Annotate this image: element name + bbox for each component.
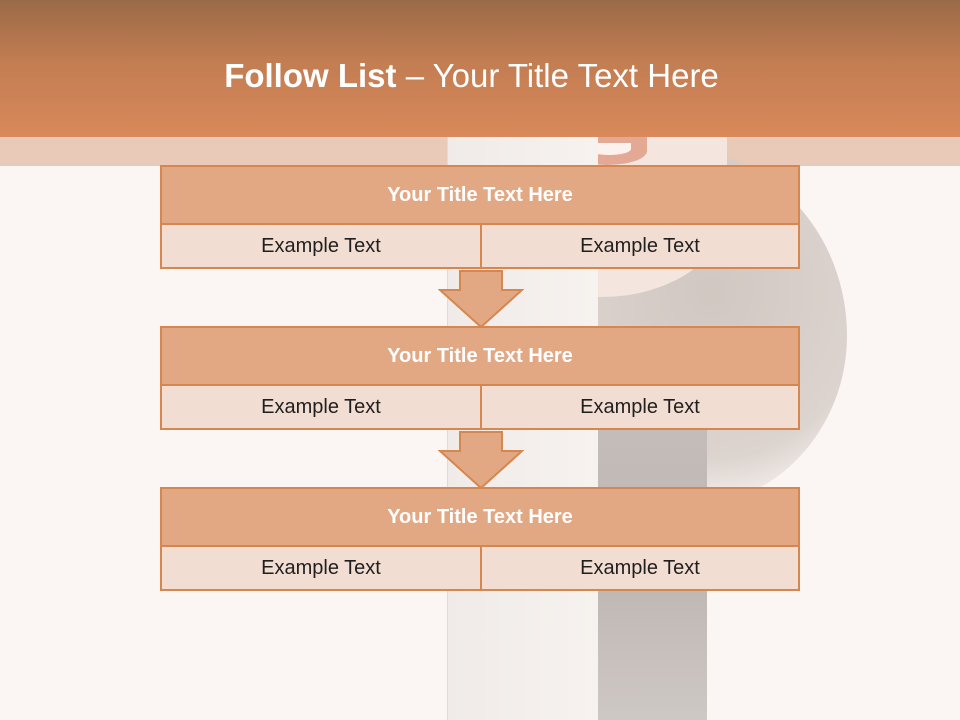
slide-title-bold: Follow List: [224, 57, 397, 94]
slide-title: Follow List – Your Title Text Here: [0, 54, 943, 98]
step-box-2: Your Title Text Here Example Text Exampl…: [160, 326, 800, 430]
step-box-1: Your Title Text Here Example Text Exampl…: [160, 165, 800, 269]
step-title-3: Your Title Text Here: [162, 489, 798, 547]
step-2-left-text: Example Text: [162, 386, 482, 428]
step-3-left-text: Example Text: [162, 547, 482, 589]
step-2-right-text: Example Text: [580, 395, 700, 418]
step-1-left-text: Example Text: [162, 225, 482, 267]
down-arrow-icon: [438, 270, 524, 328]
step-title-1: Your Title Text Here: [162, 167, 798, 225]
step-3-right-text: Example Text: [580, 556, 700, 579]
step-box-3: Your Title Text Here Example Text Exampl…: [160, 487, 800, 591]
step-title-2: Your Title Text Here: [162, 328, 798, 386]
down-arrow-icon: [438, 431, 524, 489]
step-1-right-text: Example Text: [580, 234, 700, 257]
photo-teeth: [587, 143, 631, 155]
title-header: Follow List – Your Title Text Here: [0, 0, 960, 137]
slide-title-rest: – Your Title Text Here: [396, 57, 719, 94]
